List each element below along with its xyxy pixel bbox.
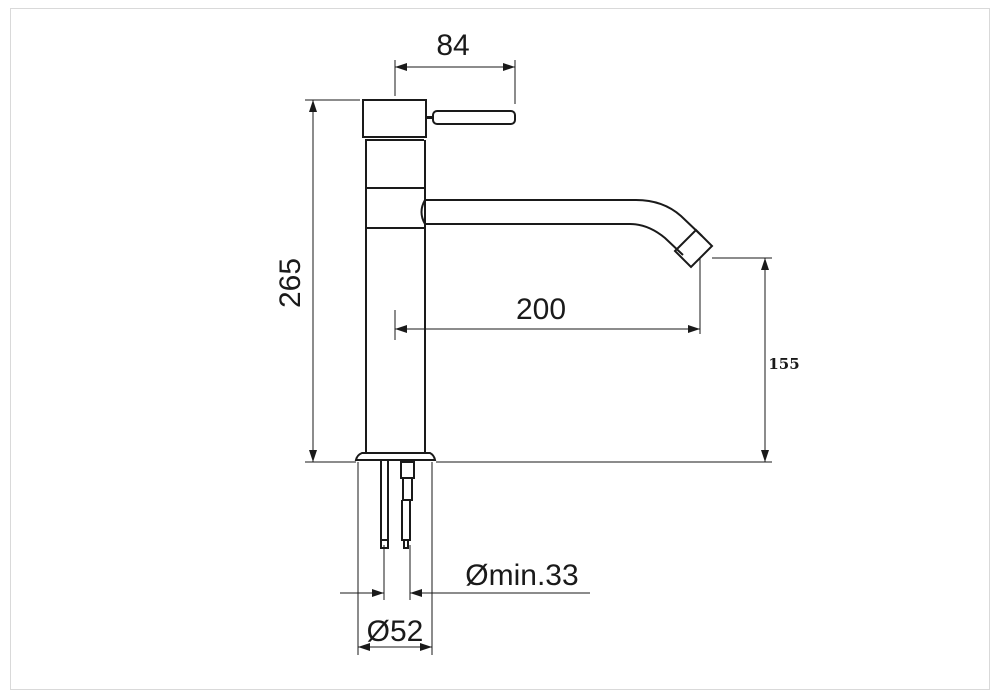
faucet-handle xyxy=(432,110,516,125)
dimension-total-height: 265 xyxy=(274,258,307,308)
spout-aerator xyxy=(673,228,714,269)
supply-pipe-left xyxy=(380,460,389,541)
dimension-lines xyxy=(305,60,772,655)
faucet-body xyxy=(365,140,426,453)
dimension-spout-reach: 200 xyxy=(516,293,566,326)
faucet-spout xyxy=(425,199,703,256)
dimension-handle-width: 84 xyxy=(436,29,469,62)
dimension-hole-min: Ømin.33 xyxy=(465,559,578,592)
faucet-base xyxy=(354,452,437,461)
dimension-base-diameter: Ø52 xyxy=(367,615,424,648)
faucet-top-cap xyxy=(362,99,427,138)
faucet-outline xyxy=(354,99,714,549)
supply-pipe-right xyxy=(400,461,415,479)
drawing-border xyxy=(10,8,990,690)
dimension-spout-height: 155 xyxy=(768,355,799,373)
